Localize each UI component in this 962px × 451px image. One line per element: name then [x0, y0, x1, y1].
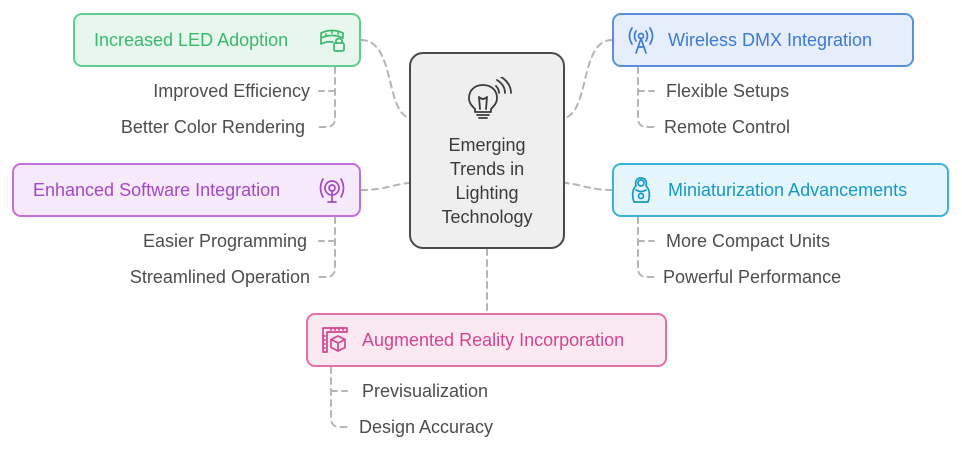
leaf-connector-software [318, 216, 336, 278]
lightbulb-wifi-icon [463, 77, 513, 121]
branch-enhanced-software-label: Enhanced Software Integration [33, 179, 281, 200]
led-strip-icon [317, 25, 347, 55]
ar-cube-ruler-icon [320, 325, 350, 355]
connector-dmx [564, 39, 613, 119]
connector-mini [564, 182, 613, 191]
leaf-flexible-setups: Flexible Setups [666, 81, 790, 101]
leaf-previsualization: Previsualization [362, 381, 489, 401]
branch-wireless-dmx[interactable]: Wireless DMX Integration [612, 13, 914, 67]
leaf-better-color-rendering: Better Color Rendering [120, 117, 305, 137]
leaf-more-compact-units: More Compact Units [666, 231, 831, 251]
leaf-design-accuracy: Design Accuracy [359, 417, 494, 437]
nesting-doll-icon [626, 175, 656, 205]
central-topic-title: Emerging Trends in Lighting Technology [441, 135, 533, 227]
leaf-powerful-performance: Powerful Performance [663, 267, 842, 287]
leaf-easier-programming: Easier Programming [142, 231, 307, 251]
leaf-connector-mini [637, 216, 655, 278]
connector-software [360, 182, 410, 191]
branch-led-adoption[interactable]: Increased LED Adoption [73, 13, 361, 67]
radio-signal-icon [317, 175, 347, 205]
central-topic[interactable]: Emerging Trends in Lighting Technology [409, 52, 565, 249]
branch-enhanced-software[interactable]: Enhanced Software Integration [12, 163, 361, 217]
leaf-streamlined-operation: Streamlined Operation [129, 267, 310, 287]
branch-augmented-reality-label: Augmented Reality Incorporation [362, 329, 625, 350]
branch-led-adoption-label: Increased LED Adoption [94, 29, 289, 50]
leaf-connector-ar [330, 366, 348, 428]
branch-augmented-reality[interactable]: Augmented Reality Incorporation [306, 313, 667, 367]
leaf-connector-dmx [637, 66, 655, 128]
branch-miniaturization[interactable]: Miniaturization Advancements [612, 163, 949, 217]
branch-wireless-dmx-label: Wireless DMX Integration [668, 29, 873, 50]
leaf-connector-led [318, 66, 336, 128]
broadcast-tower-icon [626, 25, 656, 55]
branch-miniaturization-label: Miniaturization Advancements [668, 179, 908, 200]
connector-led [360, 39, 410, 119]
leaf-remote-control: Remote Control [664, 117, 791, 137]
leaf-improved-efficiency: Improved Efficiency [153, 81, 310, 101]
